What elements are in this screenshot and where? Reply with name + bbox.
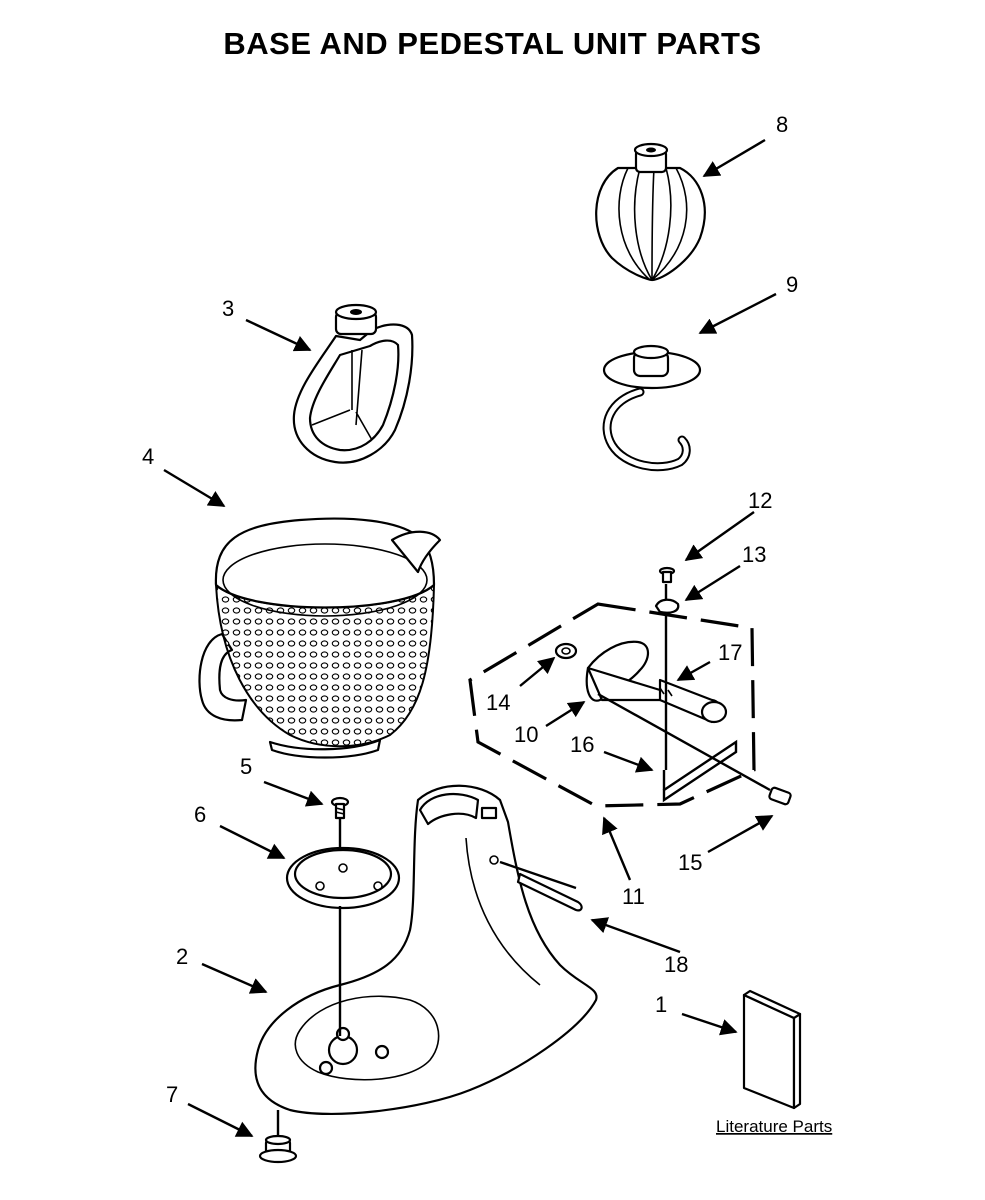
assembly-lines (276, 584, 668, 1136)
page-title: BASE AND PEDESTAL UNIT PARTS (223, 26, 762, 61)
callout-3: 3 (222, 296, 234, 321)
flat-beater-part (292, 303, 414, 464)
mixing-bowl-part (198, 517, 442, 759)
callout-14: 14 (486, 690, 510, 715)
literature-parts-label: Literature Parts (716, 1117, 832, 1136)
callout-16: 16 (570, 732, 594, 757)
wire-whip-part (595, 142, 706, 282)
callout-7: 7 (166, 1082, 178, 1107)
callout-18: 18 (664, 952, 688, 977)
callout-5: 5 (240, 754, 252, 779)
hinge-pin-assembly-part (468, 566, 792, 808)
pedestal-base-part (254, 784, 598, 1116)
callout-12: 12 (748, 488, 772, 513)
callout-6: 6 (194, 802, 206, 827)
literature-booklet-part (742, 989, 802, 1110)
callout-8: 8 (776, 112, 788, 137)
callout-9: 9 (786, 272, 798, 297)
callout-1: 1 (655, 992, 667, 1017)
callout-4: 4 (142, 444, 154, 469)
spring-washer-part-13 (654, 598, 680, 614)
dough-hook-part (602, 344, 702, 472)
callout-15: 15 (678, 850, 702, 875)
bowl-clamping-plate-part (285, 846, 401, 910)
callout-labels: 1 2 3 4 5 6 7 8 9 10 11 12 13 14 15 16 1… (142, 112, 798, 1107)
callout-2: 2 (176, 944, 188, 969)
callout-11: 11 (622, 884, 645, 909)
callout-13: 13 (742, 542, 766, 567)
screw-part-12 (658, 566, 676, 584)
callout-17: 17 (718, 640, 742, 665)
callout-10: 10 (514, 722, 538, 747)
screw-part-5 (330, 796, 350, 820)
callout-arrows (163, 138, 777, 1138)
foot-part (258, 1134, 298, 1164)
